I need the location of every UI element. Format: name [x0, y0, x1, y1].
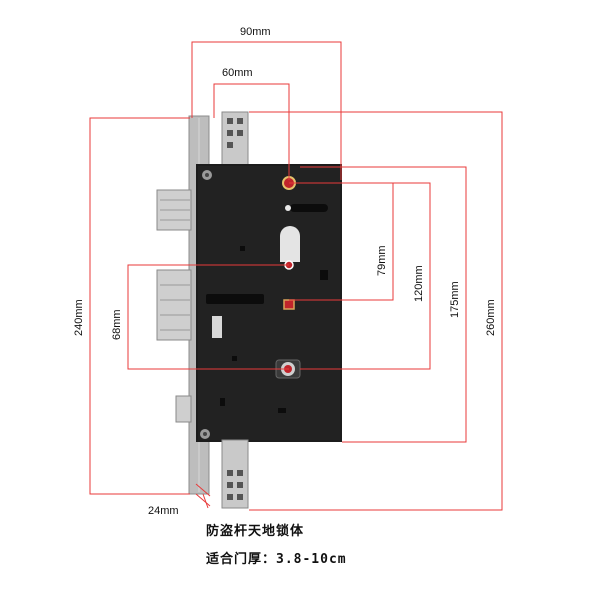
dim-240-label: 240mm [73, 299, 85, 336]
dim-79-label: 79mm [376, 245, 388, 276]
dim-175-label: 175mm [449, 281, 461, 318]
door-thickness-note: 适合门厚：3.8-10cm [206, 552, 347, 567]
deadbolts [156, 189, 192, 423]
dimension-lines [89, 41, 503, 511]
dim-60-label: 60mm [222, 67, 253, 79]
dim-68-label: 68mm [111, 309, 123, 340]
dim-260-label: 260mm [485, 299, 497, 336]
dim-90-label: 90mm [240, 26, 271, 38]
top-rod-connector [221, 111, 249, 171]
bottom-rod-connector [221, 439, 249, 509]
dim-24-label: 24mm [148, 505, 179, 517]
product-title: 防盗杆天地锁体 [206, 524, 305, 539]
lock-body [196, 164, 342, 442]
dim-120-label: 120mm [413, 265, 425, 302]
